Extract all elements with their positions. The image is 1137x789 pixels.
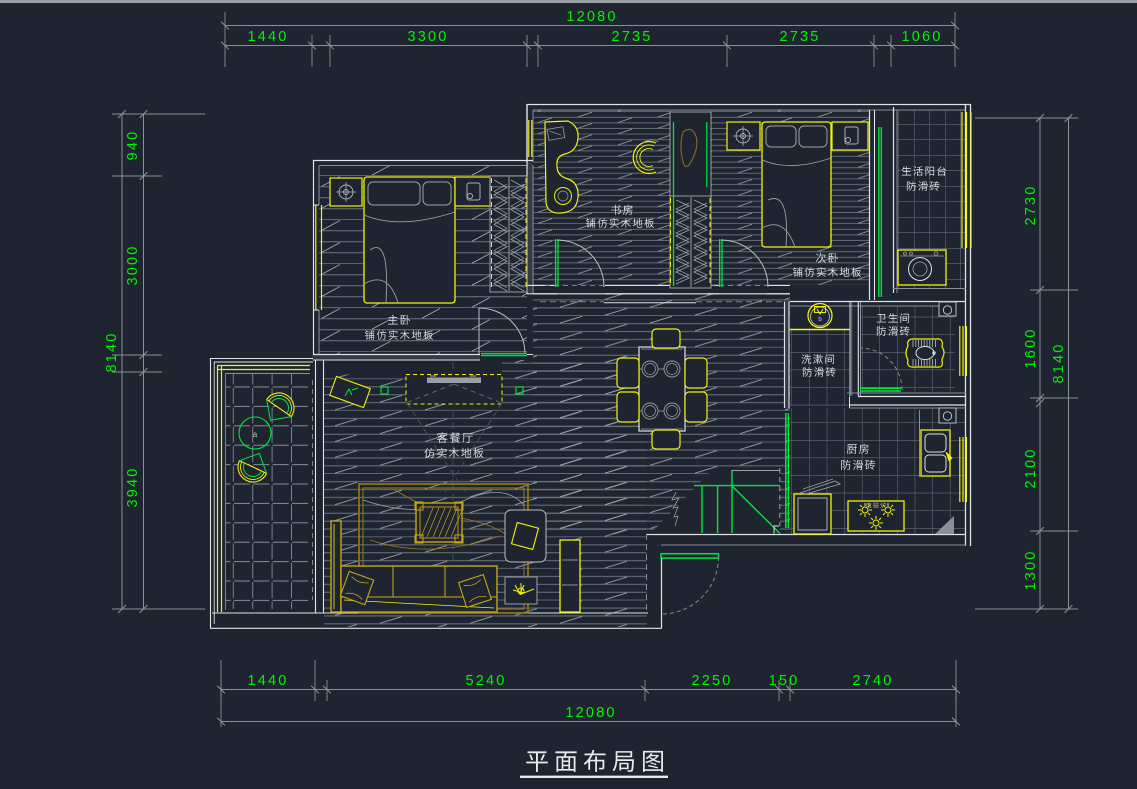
svg-text:2740: 2740 [852,673,893,689]
svg-text:940: 940 [125,130,141,161]
svg-text:1600: 1600 [1023,327,1039,368]
svg-text:3300: 3300 [407,29,448,45]
svg-text:2735: 2735 [779,29,820,45]
svg-text:b: b [818,317,822,323]
svg-text:2100: 2100 [1023,447,1039,488]
svg-text:a: a [253,430,258,439]
svg-text:3940: 3940 [125,466,141,507]
svg-text:12080: 12080 [565,705,616,721]
svg-text:3000: 3000 [125,244,141,285]
svg-text:5240: 5240 [465,673,506,689]
svg-text:1440: 1440 [247,29,288,45]
svg-text:2250: 2250 [691,673,732,689]
svg-text:2730: 2730 [1023,184,1039,225]
svg-text:1300: 1300 [1023,549,1039,590]
svg-text:1440: 1440 [247,673,288,689]
svg-text:150: 150 [769,673,800,689]
svg-text:12080: 12080 [566,9,617,25]
svg-text:1060: 1060 [901,29,942,45]
svg-text:8140: 8140 [104,331,120,372]
svg-text:2735: 2735 [611,29,652,45]
svg-text:8140: 8140 [1051,342,1067,383]
